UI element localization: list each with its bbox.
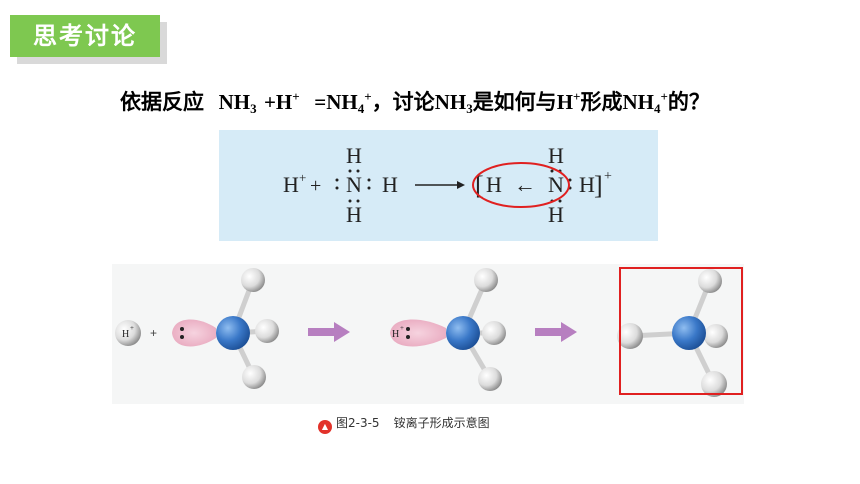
electron-dot-equation-panel: H + + H N H H [ H ← H N H H ] + <box>219 130 658 241</box>
ammonium-model-panel: H + + H + <box>112 264 744 404</box>
q-middle3: 形成 <box>580 90 623 114</box>
eq-left-electron-dots <box>335 169 371 203</box>
textbook-logo-icon: ▲ <box>318 420 332 434</box>
n-atom-sphere <box>216 316 250 350</box>
n-atom-sphere <box>446 316 480 350</box>
h-atom-sphere <box>482 321 506 345</box>
eq-reaction-arrow <box>415 181 465 189</box>
q-h: H <box>556 90 574 114</box>
q-eq-sub3: 3 <box>250 101 257 116</box>
stage-1-reactants: H + + <box>115 268 279 389</box>
eq-right-h-right: H <box>579 172 595 197</box>
eq-bracket-close: ] <box>594 171 603 200</box>
h-atom-sphere <box>701 371 727 397</box>
figure-number: 图2-3-5 <box>336 416 380 430</box>
q-eq-nh: NH <box>218 90 251 114</box>
electron-dot-equation: H + + H N H H [ H ← H N H H ] + <box>283 143 612 227</box>
lone-pair-lobe <box>390 319 446 347</box>
ammonium-highlight-box <box>619 267 743 395</box>
q-suffix: 的？ <box>667 90 710 114</box>
h-atom-sphere <box>698 269 722 293</box>
lone-pair-highlight-ellipse <box>472 162 570 208</box>
h-ion-label-stage2: H <box>392 329 399 340</box>
q-prefix: 依据反应 <box>120 90 204 114</box>
eq-bracket-open: [ <box>475 171 484 200</box>
model-plus-sign: + <box>150 326 157 340</box>
eq-left-h-top: H <box>346 143 362 168</box>
eq-right-h-bottom: H <box>548 202 564 227</box>
q-sub3: 3 <box>466 101 473 116</box>
section-title: 思考讨论 <box>10 15 160 57</box>
section-tag: 思考讨论 <box>10 15 168 65</box>
lone-pair-lobe <box>172 319 216 347</box>
h-ion-label-stage2-charge: + <box>400 324 404 332</box>
eq-right-h-top: H <box>548 143 564 168</box>
stage-2-intermediate: H + <box>390 268 506 391</box>
q-hsup: + <box>573 89 581 104</box>
q-nh: NH <box>434 90 467 114</box>
eq-right-n: N <box>548 172 564 197</box>
eq-plus-sign: + <box>310 175 321 197</box>
h-ion-label: H <box>122 329 129 340</box>
n-atom-sphere <box>672 316 706 350</box>
eq-ammonium-charge: + <box>604 169 612 184</box>
ammonium-formation-model: H + + H + <box>115 267 743 397</box>
q-eq-plus-h: +H <box>263 90 293 114</box>
h-atom-sphere <box>704 324 728 348</box>
h-ion-sphere <box>115 320 141 346</box>
q-middle2: 是如何与 <box>472 90 557 114</box>
q-eq-equals: =NH <box>314 90 358 114</box>
q-nh4: NH <box>622 90 654 114</box>
question-text: 依据反应 NH3 +H+ =NH4+，讨论NH3是如何与H+形成NH4+的？ <box>120 86 710 117</box>
model-arrow-1 <box>308 322 350 342</box>
eq-right-h-left: H <box>486 172 502 197</box>
stage-3-ammonium <box>617 269 728 397</box>
eq-left-h-bottom: H <box>346 202 362 227</box>
q-sup4: + <box>660 89 668 104</box>
eq-left-n: N <box>346 172 362 197</box>
eq-h-ion-charge: + <box>299 170 306 185</box>
model-arrow-2 <box>535 322 577 342</box>
q-eq-sup: + <box>364 89 372 104</box>
figure-caption: ▲ 图2-3-5 铵离子形成示意图 <box>318 414 490 434</box>
q-eq-sub4: 4 <box>357 101 365 116</box>
h-atom-sphere <box>241 268 265 292</box>
h-atom-sphere <box>478 367 502 391</box>
q-eq-plus-sup: + <box>292 89 300 104</box>
eq-coordinate-arrow: ← <box>514 172 536 197</box>
q-middle: ，讨论 <box>371 90 435 114</box>
h-atom-sphere <box>617 323 643 349</box>
h-atom-sphere <box>474 268 498 292</box>
eq-h-ion: H <box>283 172 299 197</box>
h-atom-sphere <box>255 319 279 343</box>
q-sub4: 4 <box>653 101 661 116</box>
h-atom-sphere <box>242 365 266 389</box>
figure-title: 铵离子形成示意图 <box>393 416 490 430</box>
eq-left-h-right: H <box>382 172 398 197</box>
h-ion-label-charge: + <box>130 324 134 332</box>
